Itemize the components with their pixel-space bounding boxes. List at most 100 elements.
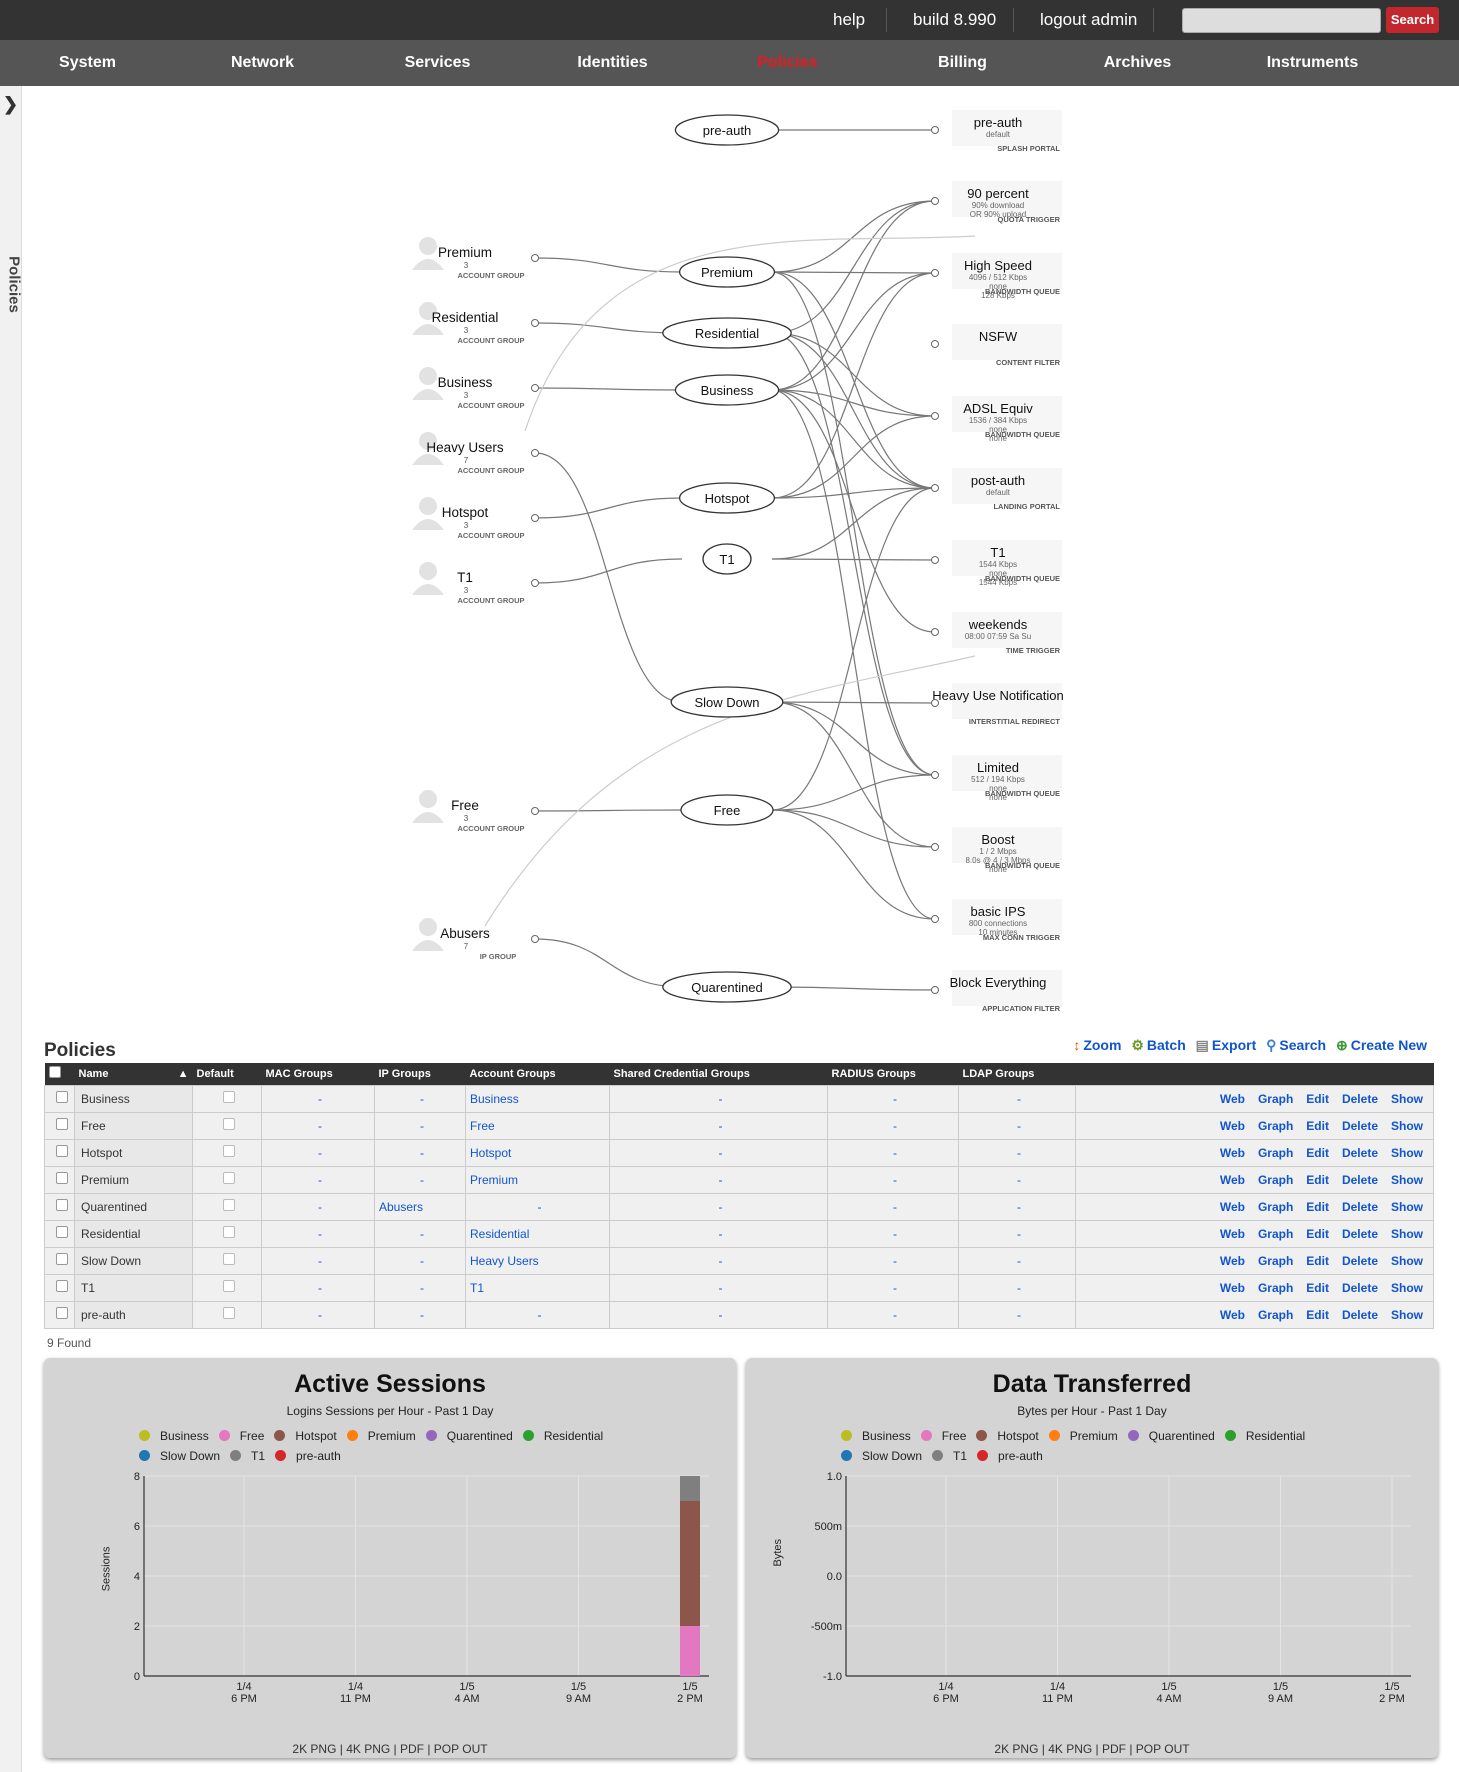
- policy-node-slow-down[interactable]: Slow Down: [670, 686, 784, 718]
- row-select-cell[interactable]: [44, 1165, 75, 1194]
- graph-action-link[interactable]: Graph: [1257, 1145, 1294, 1160]
- graph-action-link[interactable]: Graph: [1257, 1091, 1294, 1106]
- legend-item-residential[interactable]: Residential: [522, 1429, 603, 1443]
- row-checkbox[interactable]: [55, 1172, 68, 1184]
- default-checkbox[interactable]: [223, 1226, 235, 1238]
- col-shared-credential-groups[interactable]: Shared Credential Groups: [609, 1063, 828, 1085]
- nav-archives[interactable]: Archives: [1103, 54, 1172, 71]
- policy-name-cell[interactable]: T1: [74, 1273, 193, 1302]
- web-action-link[interactable]: Web: [1219, 1253, 1245, 1268]
- col-account-groups[interactable]: Account Groups: [465, 1063, 610, 1085]
- policy-node-free[interactable]: Free: [680, 794, 774, 826]
- account-groups-cell[interactable]: Premium: [465, 1165, 610, 1194]
- row-select-cell[interactable]: [44, 1300, 75, 1329]
- default-checkbox[interactable]: [223, 1307, 235, 1319]
- bar-t1[interactable]: [680, 1476, 700, 1501]
- edit-action-link[interactable]: Edit: [1306, 1253, 1329, 1268]
- legend-item-business[interactable]: Business: [841, 1429, 911, 1443]
- delete-action-link[interactable]: Delete: [1341, 1091, 1378, 1106]
- graph-action-link[interactable]: Graph: [1257, 1172, 1294, 1187]
- delete-action-link[interactable]: Delete: [1341, 1118, 1378, 1133]
- web-action-link[interactable]: Web: [1219, 1172, 1245, 1187]
- row-select-cell[interactable]: [44, 1192, 75, 1221]
- policy-node-premium[interactable]: Premium: [678, 256, 776, 288]
- row-select-cell[interactable]: [44, 1273, 75, 1302]
- nav-identities[interactable]: Identities: [577, 54, 648, 71]
- edit-action-link[interactable]: Edit: [1306, 1091, 1329, 1106]
- table-search-button[interactable]: ⚲Search: [1266, 1037, 1326, 1053]
- default-checkbox[interactable]: [223, 1253, 235, 1265]
- select-all-checkbox[interactable]: [48, 1066, 61, 1079]
- policy-name-cell[interactable]: Hotspot: [74, 1138, 193, 1167]
- legend-item-t1[interactable]: T1: [230, 1449, 265, 1463]
- default-cell[interactable]: [192, 1219, 262, 1248]
- graph-action-link[interactable]: Graph: [1257, 1226, 1294, 1241]
- bar-free[interactable]: [680, 1626, 700, 1676]
- edit-action-link[interactable]: Edit: [1306, 1280, 1329, 1295]
- show-action-link[interactable]: Show: [1391, 1199, 1423, 1214]
- legend-item-premium[interactable]: Premium: [1048, 1429, 1118, 1443]
- nav-instruments[interactable]: Instruments: [1266, 54, 1359, 71]
- policy-name-cell[interactable]: Slow Down: [74, 1246, 193, 1275]
- show-action-link[interactable]: Show: [1391, 1280, 1423, 1295]
- row-select-cell[interactable]: [44, 1219, 75, 1248]
- default-cell[interactable]: [192, 1246, 262, 1275]
- delete-action-link[interactable]: Delete: [1341, 1226, 1378, 1241]
- row-checkbox[interactable]: [55, 1199, 68, 1211]
- row-select-cell[interactable]: [44, 1084, 75, 1113]
- web-action-link[interactable]: Web: [1219, 1091, 1245, 1106]
- legend-item-slow-down[interactable]: Slow Down: [139, 1449, 220, 1463]
- delete-action-link[interactable]: Delete: [1341, 1145, 1378, 1160]
- bar-hotspot[interactable]: [680, 1501, 700, 1626]
- col-ldap-groups[interactable]: LDAP Groups: [958, 1063, 1076, 1085]
- export-button[interactable]: ▤Export: [1196, 1037, 1257, 1053]
- default-cell[interactable]: [192, 1111, 262, 1140]
- edit-action-link[interactable]: Edit: [1306, 1226, 1329, 1241]
- policy-node-quarentined[interactable]: Quarentined: [662, 971, 792, 1003]
- web-action-link[interactable]: Web: [1219, 1280, 1245, 1295]
- web-action-link[interactable]: Web: [1219, 1199, 1245, 1214]
- delete-action-link[interactable]: Delete: [1341, 1199, 1378, 1214]
- account-groups-cell[interactable]: Heavy Users: [465, 1246, 610, 1275]
- policy-name-cell[interactable]: Business: [74, 1084, 193, 1113]
- nav-policies[interactable]: Policies: [757, 54, 818, 71]
- legend-item-pre-auth[interactable]: pre-auth: [275, 1449, 341, 1463]
- web-action-link[interactable]: Web: [1219, 1118, 1245, 1133]
- legend-item-slow-down[interactable]: Slow Down: [841, 1449, 922, 1463]
- col-radius-groups[interactable]: RADIUS Groups: [827, 1063, 959, 1085]
- legend-item-hotspot[interactable]: Hotspot: [976, 1429, 1039, 1443]
- policy-name-cell[interactable]: Premium: [74, 1165, 193, 1194]
- default-cell[interactable]: [192, 1138, 262, 1167]
- show-action-link[interactable]: Show: [1391, 1226, 1423, 1241]
- show-action-link[interactable]: Show: [1391, 1145, 1423, 1160]
- delete-action-link[interactable]: Delete: [1341, 1280, 1378, 1295]
- policy-node-t1[interactable]: T1: [702, 543, 752, 575]
- row-select-cell[interactable]: [44, 1111, 75, 1140]
- delete-action-link[interactable]: Delete: [1341, 1172, 1378, 1187]
- show-action-link[interactable]: Show: [1391, 1172, 1423, 1187]
- row-select-cell[interactable]: [44, 1138, 75, 1167]
- batch-button[interactable]: ⚙Batch: [1131, 1037, 1185, 1053]
- edit-action-link[interactable]: Edit: [1306, 1199, 1329, 1214]
- policy-node-hotspot[interactable]: Hotspot: [678, 482, 776, 514]
- default-checkbox[interactable]: [223, 1091, 235, 1103]
- legend-item-t1[interactable]: T1: [932, 1449, 967, 1463]
- edit-action-link[interactable]: Edit: [1306, 1172, 1329, 1187]
- delete-action-link[interactable]: Delete: [1341, 1253, 1378, 1268]
- default-checkbox[interactable]: [223, 1280, 235, 1292]
- nav-network[interactable]: Network: [230, 54, 295, 71]
- row-checkbox[interactable]: [55, 1253, 68, 1265]
- row-select-cell[interactable]: [44, 1246, 75, 1275]
